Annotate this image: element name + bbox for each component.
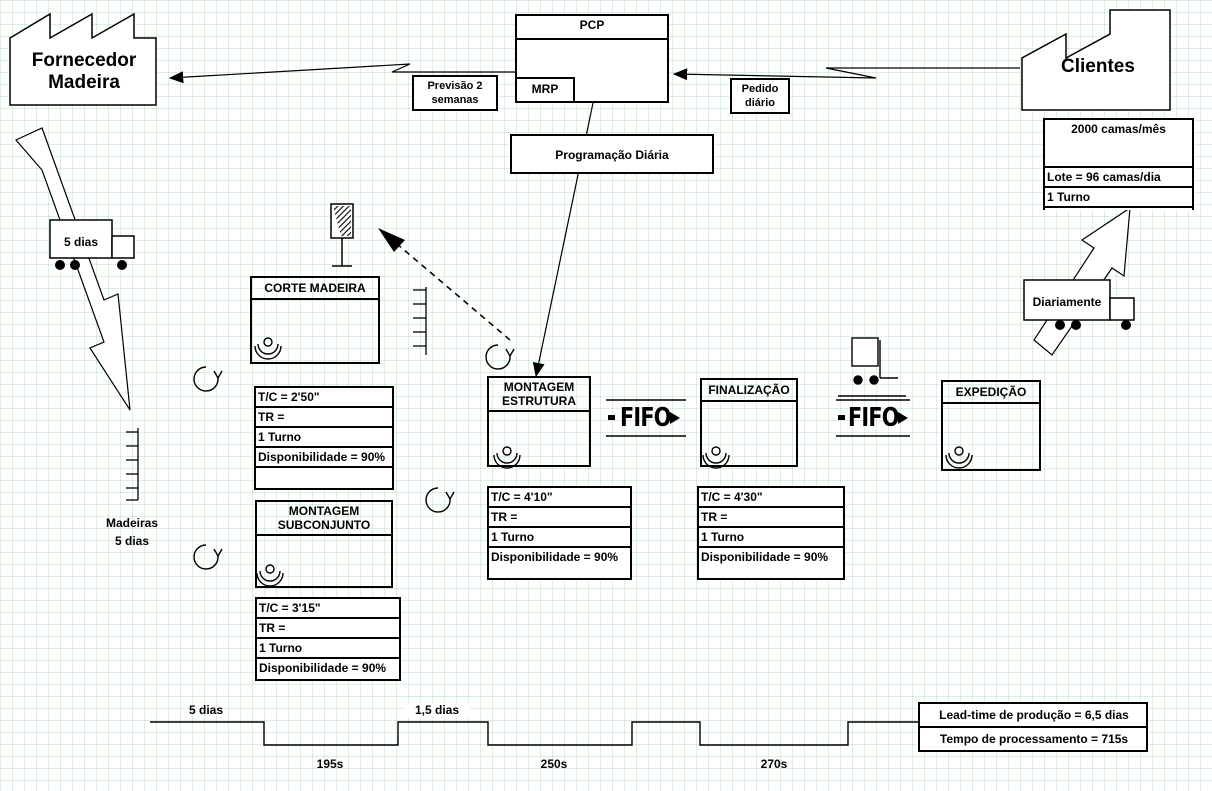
subconjunto-title-line2: SUBCONJUNTO: [277, 518, 371, 532]
pcp-box: PCP MRP: [515, 14, 669, 103]
raw-material-inventory-icon: [126, 428, 139, 501]
corte-cycle-time: T/C = 2'50": [256, 388, 392, 408]
estrutura-title: MONTAGEM ESTRUTURA: [489, 378, 589, 412]
corte-shift: 1 Turno: [256, 428, 392, 448]
inbound-truck-label: 5 dias: [63, 235, 99, 249]
lead-time-value: Lead-time de produção = 6,5 dias: [920, 704, 1146, 728]
corte-title: CORTE MADEIRA: [252, 278, 378, 300]
finalizacao-availability: Disponibilidade = 90%: [701, 550, 829, 564]
corte-empty-row: [256, 468, 392, 488]
subconjunto-title: MONTAGEM SUBCONJUNTO: [257, 502, 391, 536]
process-montagem-estrutura: MONTAGEM ESTRUTURA: [487, 376, 591, 467]
daily-schedule-label: Programação Diária: [555, 148, 669, 162]
estrutura-data-box: T/C = 4'10" TR = 1 Turno Disponibilidade…: [487, 486, 632, 580]
subconjunto-availability: Disponibilidade = 90%: [259, 661, 387, 675]
forecast-box: Previsão 2 semanas: [412, 75, 498, 111]
corte-data-box: T/C = 2'50" TR = 1 Turno Disponibilidade…: [254, 386, 394, 490]
customer-shift: 1 Turno: [1045, 188, 1192, 208]
process-corte-madeira: CORTE MADEIRA: [250, 276, 380, 364]
subconjunto-shift: 1 Turno: [257, 639, 399, 659]
cycle-arrows: [193, 344, 515, 570]
raw-inventory-line2: 5 dias: [114, 534, 150, 548]
timeline-wait-1: 5 dias: [188, 703, 224, 717]
forecast-line2: semanas: [431, 94, 479, 106]
subconjunto-changeover: TR =: [257, 619, 399, 639]
fifo-lanes: [606, 399, 910, 437]
fifo-label-2: FIFO: [848, 403, 899, 433]
process-montagem-subconjunto: MONTAGEM SUBCONJUNTO: [255, 500, 393, 588]
estrutura-availability: Disponibilidade = 90%: [491, 550, 619, 564]
timeline-proc-1: 195s: [316, 757, 344, 771]
estrutura-shift: 1 Turno: [489, 528, 630, 548]
mrp-label: MRP: [531, 82, 559, 96]
corte-inventory-icon: [413, 287, 427, 355]
finalizacao-changeover: TR =: [699, 508, 843, 528]
daily-schedule-box: Programação Diária: [510, 134, 714, 174]
mrp-box: MRP: [517, 77, 575, 101]
timeline-line: [150, 721, 918, 746]
order-info-line: [672, 67, 1020, 81]
forecast-info-line: [168, 63, 515, 84]
process-finalizacao: FINALIZAÇÃO: [700, 378, 798, 467]
processing-time-value: Tempo de processamento = 715s: [939, 732, 1129, 746]
estrutura-title-line2: ESTRUTURA: [502, 394, 576, 408]
process-expedicao: EXPEDIÇÃO: [941, 380, 1041, 471]
raw-inventory-line1: Madeiras: [105, 516, 159, 530]
order-line2: diário: [745, 97, 775, 109]
finalizacao-title: FINALIZAÇÃO: [702, 380, 796, 402]
subconjunto-cycle-time: T/C = 3'15": [257, 599, 399, 619]
operator-icons: [254, 337, 973, 587]
forklift-icon: [838, 337, 906, 397]
finalizacao-cycle-time: T/C = 4'30": [699, 488, 843, 508]
forecast-line1: Previsão 2: [427, 80, 483, 92]
timeline-proc-3: 270s: [760, 757, 788, 771]
customer-lot: Lote = 96 camas/dia: [1045, 168, 1192, 188]
pcp-title: PCP: [579, 18, 605, 32]
supplier-label: Fornecedor Madeira: [14, 50, 154, 94]
finalizacao-shift: 1 Turno: [699, 528, 843, 548]
customer-demand: 2000 camas/mês: [1045, 120, 1192, 168]
kanban-post-icon: [330, 203, 354, 267]
kanban-pull-arrow: [389, 237, 511, 341]
supplier-factory-shape: [9, 12, 157, 106]
customer-factory-shape: [1021, 9, 1171, 111]
finalizacao-data-box: T/C = 4'30" TR = 1 Turno Disponibilidade…: [697, 486, 845, 580]
subconjunto-title-line1: MONTAGEM: [288, 504, 360, 518]
raw-inventory-label: Madeiras 5 dias: [90, 514, 174, 550]
corte-changeover: TR =: [256, 408, 392, 428]
timeline-proc-2: 250s: [540, 757, 568, 771]
fifo-label-1: FIFO: [620, 403, 671, 433]
customer-label: Clientes: [1061, 56, 1135, 77]
outbound-truck-label: Diariamente: [1032, 295, 1102, 309]
expedicao-title: EXPEDIÇÃO: [943, 382, 1039, 404]
customer-data-box: 2000 camas/mês Lote = 96 camas/dia 1 Tur…: [1043, 118, 1194, 210]
estrutura-cycle-time: T/C = 4'10": [489, 488, 630, 508]
corte-availability: Disponibilidade = 90%: [256, 448, 392, 468]
timeline-wait-2: 1,5 dias: [404, 703, 470, 717]
estrutura-changeover: TR =: [489, 508, 630, 528]
supplier-name-line2: Madeira: [48, 72, 120, 93]
subconjunto-data-box: T/C = 3'15" TR = 1 Turno Disponibilidade…: [255, 597, 401, 681]
timeline-summary-box: Lead-time de produção = 6,5 dias Tempo d…: [918, 702, 1148, 752]
supplier-name-line1: Fornecedor: [31, 50, 137, 71]
order-line1: Pedido: [741, 83, 779, 95]
order-box: Pedido diário: [730, 78, 790, 114]
estrutura-title-line1: MONTAGEM: [503, 380, 575, 394]
